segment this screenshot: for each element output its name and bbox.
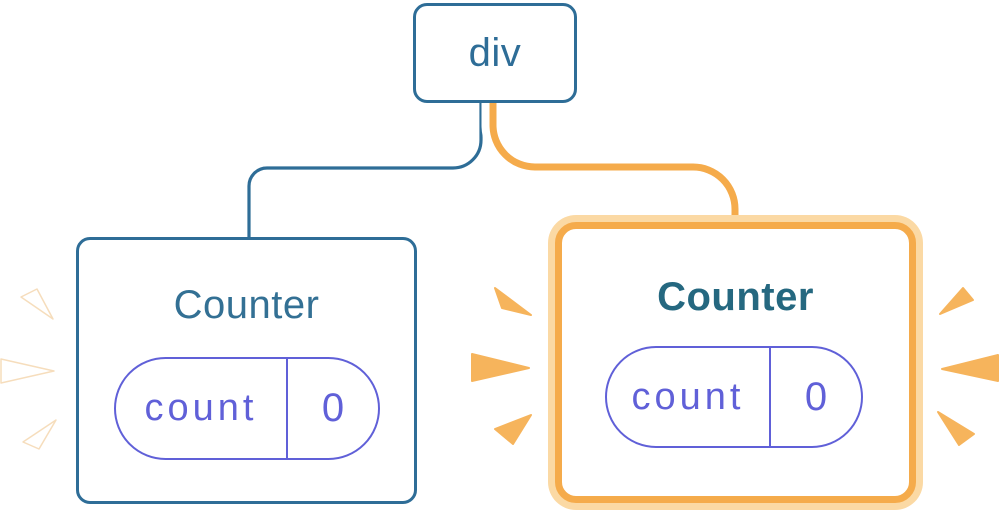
burst-right-counter-right-side [937, 287, 999, 446]
state-value: 0 [286, 359, 378, 458]
tree-node-counter-right-highlight: Counter count 0 [548, 215, 923, 510]
burst-right-counter-left-side [471, 287, 532, 445]
burst-left-counter [0, 288, 57, 450]
state-key: count [631, 375, 745, 418]
state-key: count [144, 387, 258, 429]
counter-title: Counter [657, 275, 814, 319]
burst-ray-icon [22, 419, 57, 450]
edge-to-right-counter [489, 100, 739, 228]
burst-ray-icon [941, 354, 999, 382]
tree-node-div: div [413, 3, 577, 103]
burst-ray-icon [494, 287, 532, 316]
burst-ray-icon [937, 411, 975, 446]
burst-ray-icon [0, 358, 55, 384]
state-pill: count 0 [114, 357, 380, 460]
edge-to-left-counter [247, 103, 483, 240]
burst-ray-icon [939, 287, 974, 315]
state-value: 0 [769, 348, 861, 446]
burst-ray-icon [20, 288, 54, 320]
tree-node-counter-right: Counter count 0 [555, 222, 916, 503]
burst-ray-icon [494, 414, 532, 445]
state-pill: count 0 [605, 346, 863, 448]
burst-ray-icon [471, 353, 530, 382]
node-label: div [468, 30, 522, 75]
counter-title: Counter [173, 283, 320, 327]
tree-node-counter-left: Counter count 0 [76, 237, 417, 504]
